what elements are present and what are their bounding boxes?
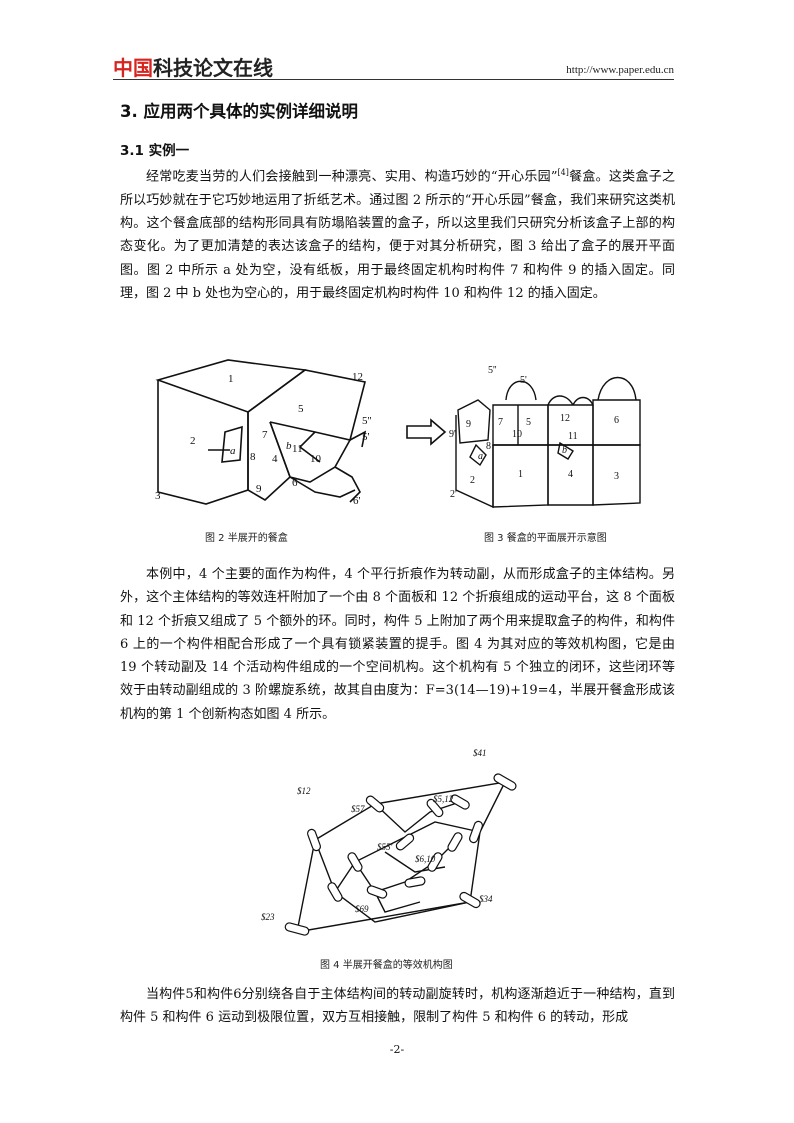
fig3-label: 4: [568, 469, 573, 480]
figure-4-equivalent-mechanism: $41 $12 $57 $5,12 $55' $6,10 $23 $69 $34: [261, 748, 517, 936]
fig2-label: 11: [292, 443, 303, 455]
fig2-label: 9: [256, 483, 262, 495]
fig3-label: 5': [520, 375, 527, 386]
p1-text-a: 经常吃麦当劳的人们会接触到一种漂亮、实用、构造巧妙的“开心乐园”: [146, 169, 558, 185]
paragraph-2: 本例中，4 个主要的面作为构件，4 个平行折痕作为转动副，从而形成盒子的主体结构…: [120, 567, 675, 722]
fig2-label: 7: [262, 429, 268, 441]
slot-b: [557, 441, 574, 460]
unfold-arrow-icon: [406, 418, 447, 446]
fig2-label: 5': [362, 431, 370, 443]
fig3-label: a: [478, 451, 483, 462]
fig3-label: 8: [486, 441, 491, 452]
header-rule: [113, 79, 674, 80]
fig3-label: 3: [614, 471, 619, 482]
journal-logo: 中国科技论文在线: [113, 52, 273, 81]
logo-dark-text: 科技论文在线: [153, 56, 273, 80]
fig3-label: 5: [526, 417, 531, 428]
p1-text-b: 餐盒。这类盒子之所以巧妙就在于它巧妙地运用了折纸艺术。通过图 2 所示的“开心乐…: [120, 169, 675, 301]
fig2-label: 3: [155, 490, 161, 502]
fig3-label: 5'': [488, 365, 497, 376]
fig3-label: 2': [450, 489, 457, 500]
fig2-label: 12: [352, 371, 363, 383]
fig2-label: 5: [298, 403, 304, 415]
figure-3-caption: 图 3 餐盒的平面展开示意图: [484, 533, 607, 544]
paragraph-1: 经常吃麦当劳的人们会接触到一种漂亮、实用、构造巧妙的“开心乐园”[4]餐盒。这类…: [120, 161, 675, 305]
figure-2-caption: 图 2 半展开的餐盒: [205, 533, 288, 544]
fig4-label: $5,12: [433, 794, 454, 804]
fig3-label: 1: [518, 469, 523, 480]
box-front-face: [157, 380, 249, 505]
figure-4-caption: 图 4 半展开餐盒的等效机构图: [320, 960, 453, 971]
fig2-label: 2: [190, 435, 196, 447]
handle-6: [597, 376, 637, 401]
page-header: 中国科技论文在线 http://www.paper.edu.cn: [113, 50, 674, 82]
slot-a: [221, 425, 243, 463]
panel-9: [457, 399, 491, 444]
citation-ref: [4]: [557, 168, 569, 177]
fig2-label: 4: [272, 453, 278, 465]
handle-5: [505, 380, 537, 401]
header-url: http://www.paper.edu.cn: [566, 64, 674, 76]
fig3-label: 12: [560, 413, 570, 424]
fig3-label: 2: [470, 475, 475, 486]
box-flap-5: [247, 369, 366, 441]
fig4-label: $55': [377, 842, 394, 852]
paragraph-3: 当构件5和构件6分别绕各自于主体结构间的转动副旋转时，机构逐渐趋近于一种结构，直…: [120, 987, 675, 1026]
fig3-label: 9': [449, 429, 456, 440]
joint-cylinders: [284, 773, 517, 936]
fig2-label: 10: [310, 453, 322, 465]
fig4-label: $41: [473, 748, 487, 758]
fig4-label: $12: [297, 786, 311, 796]
figure-2-half-unfolded-box: 1 2 3 5 7 4 8 9 6 10 11 12 a b 5'' 5' 6': [155, 359, 371, 507]
fig3-label: 7: [498, 417, 503, 428]
fig3-label: 9: [466, 419, 471, 430]
fig2-label: 5'': [362, 415, 371, 427]
fig2-label: 8: [250, 451, 256, 463]
panel-6: [592, 399, 641, 446]
fig3-label: 6: [614, 415, 619, 426]
fig2-label: 6: [292, 477, 298, 489]
fig2-label: a: [230, 445, 236, 457]
fig3-label: b: [562, 445, 567, 456]
page-number: -2-: [389, 1043, 405, 1056]
fig4-label: $34: [479, 894, 493, 904]
fig3-label: 11: [568, 431, 578, 442]
fig3-label: 10: [512, 429, 522, 440]
slot-a: [469, 443, 487, 467]
fig4-label: $57: [351, 804, 365, 814]
logo-red-text: 中国: [113, 56, 153, 80]
figure-3-flat-layout: 5'' 5' 9' 9 7 5 12 6 8 10 11 a b 2 1 4 3…: [449, 365, 641, 509]
fig4-label: $69: [355, 904, 369, 914]
section-heading: 3. 应用两个具体的实例详细说明: [120, 102, 358, 121]
fig4-label: $6,10: [415, 854, 436, 864]
fig2-label: b: [286, 440, 292, 452]
outer-loop: [296, 781, 507, 933]
fig2-label: 1: [228, 373, 234, 385]
subsection-heading: 3.1 实例一: [120, 143, 190, 159]
fig4-label: $23: [261, 912, 275, 922]
fig2-label: 6': [353, 495, 361, 507]
